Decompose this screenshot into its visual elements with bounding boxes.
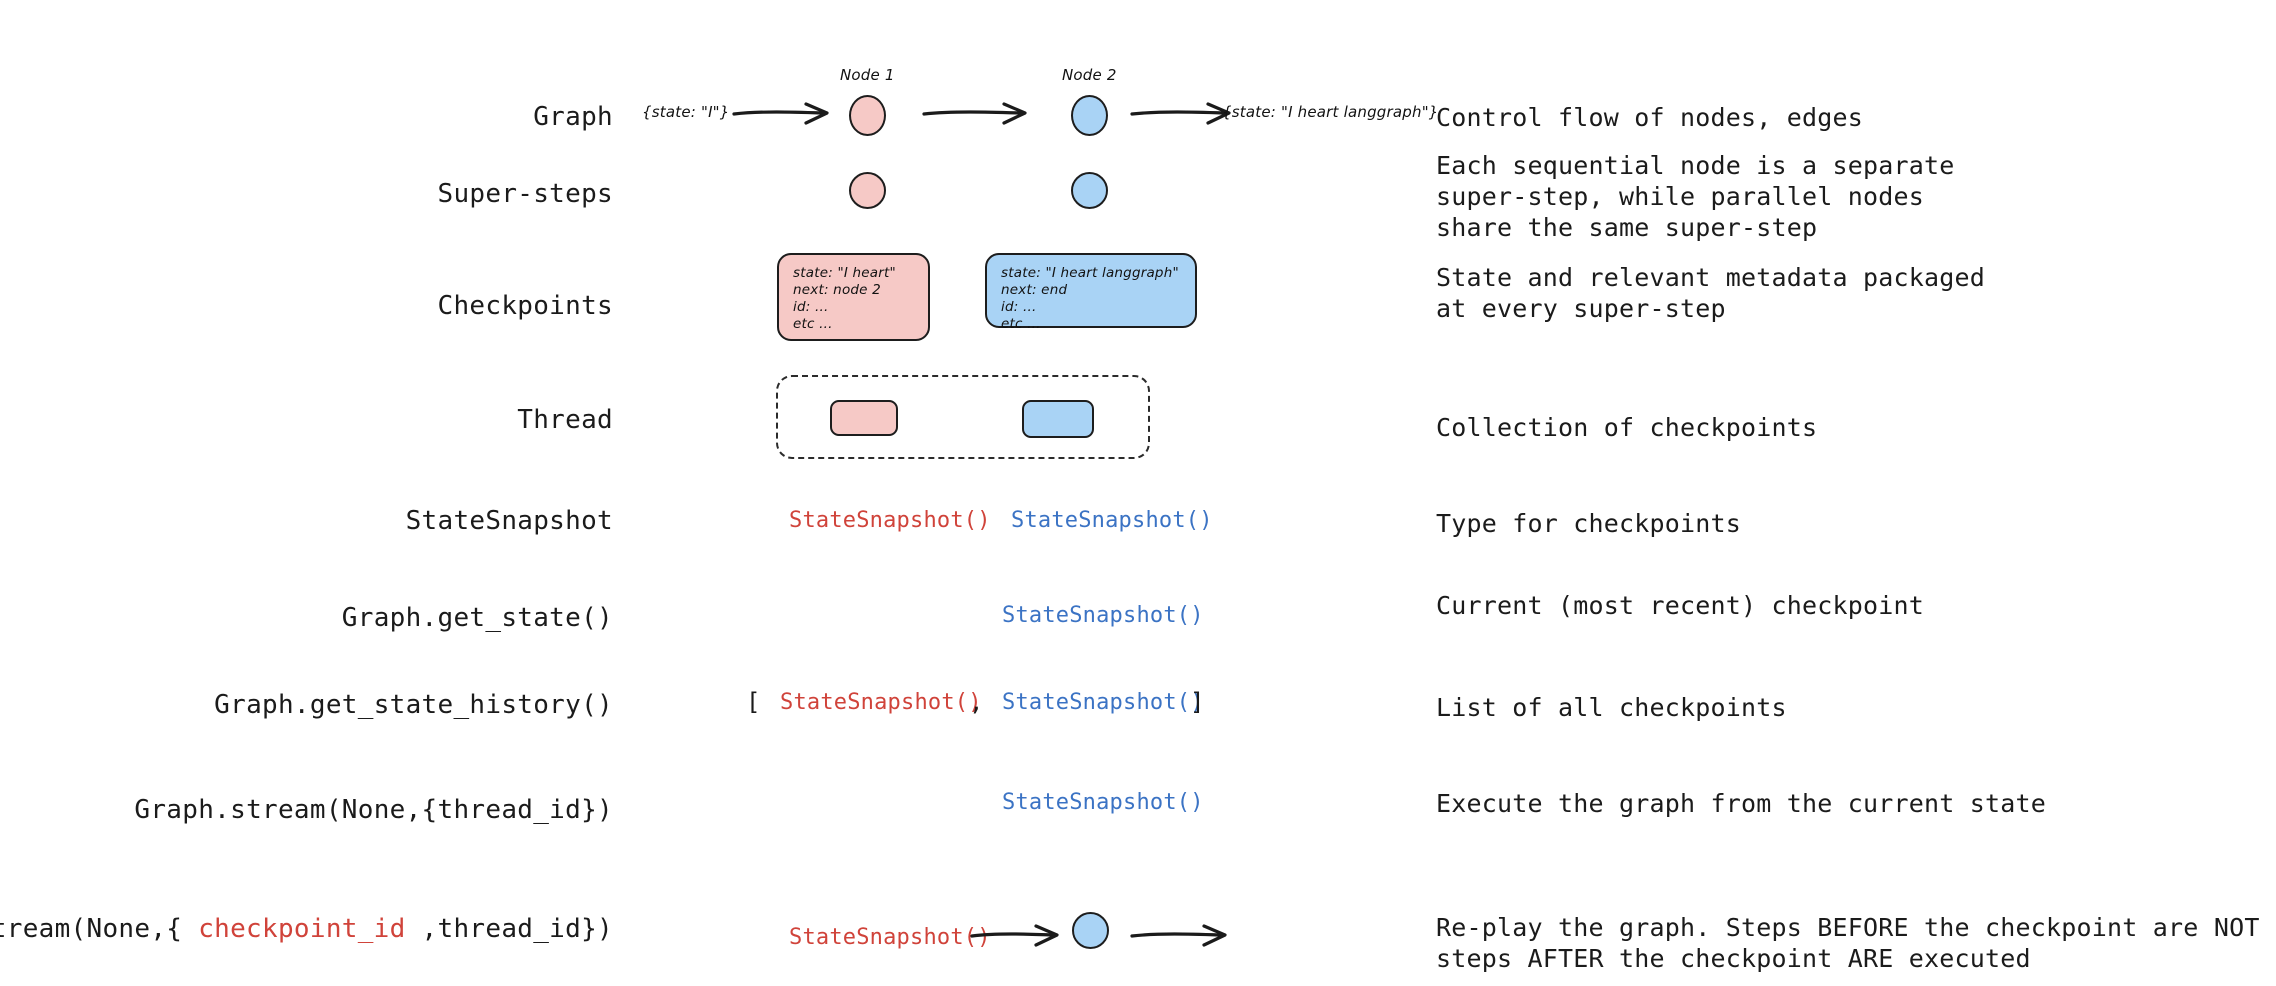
row-description-stream-thread: Execute the graph from the current state [1436,789,2047,818]
node-1-label: Node 1 [840,66,895,84]
statesnapshot-red-history: StateSnapshot() [780,690,982,715]
row-description-get-state-history: List of all checkpoints [1436,693,1787,722]
history-open-bracket: [ [746,688,761,716]
checkpoint-pink-line-1: state: "I heart" [793,265,896,281]
checkpoint-box-blue: state: "I heart langgraph" next: end id:… [985,253,1197,332]
row-description-thread: Collection of checkpoints [1436,413,1818,442]
graph-arrow-3 [1130,102,1231,125]
stream-checkpoint-id-highlight: checkpoint_id [198,914,406,944]
checkpoint-blue-line-1: state: "I heart langgraph" [1001,265,1179,281]
row-description-super-steps: Each sequential node is a separate super… [1436,151,1955,242]
row-label-get-state: Graph.get_state() [341,603,613,633]
graph-node-1-circle [849,95,886,136]
row-label-super-steps: Super-steps [437,179,613,209]
row-description-checkpoints: State and relevant metadata packaged at … [1436,263,1986,323]
thread-checkpoint-pink [830,400,898,436]
checkpoint-pink-line-2: next: node 2 [793,282,881,298]
replay-arrow-2 [1130,924,1227,947]
row-label-get-state-history: Graph.get_state_history() [214,690,613,720]
replay-arrow-1 [970,924,1059,947]
thread-checkpoint-blue [1022,400,1094,438]
checkpoint-pink-line-3: id: ... [793,299,829,315]
checkpoint-blue-line-2: next: end [1001,282,1068,298]
row-label-thread: Thread [517,405,613,435]
checkpoint-blue-line-4: etc ... [1001,316,1041,332]
statesnapshot-blue-row5: StateSnapshot() [1011,508,1213,533]
statesnapshot-blue-stream: StateSnapshot() [1002,790,1204,815]
statesnapshot-blue-history: StateSnapshot() [1002,690,1204,715]
stream-checkpoint-prefix: Graph.stream(None,{ [0,914,183,944]
row-description-stream-checkpoint: Re-play the graph. Steps BEFORE the chec… [1436,913,2276,973]
row-label-checkpoints: Checkpoints [437,291,613,321]
graph-output-state-label: {state: "I heart langgraph"} [1222,103,1439,121]
replay-node-circle [1072,912,1109,949]
thread-dashed-container [776,375,1150,459]
checkpoint-blue-line-3: id: ... [1001,299,1037,315]
super-step-node-2-circle [1071,172,1108,209]
row-label-graph: Graph [533,102,613,132]
row-description-get-state: Current (most recent) checkpoint [1436,591,1925,620]
row-label-stream-checkpoint: Graph.stream(None,{ checkpoint_id ,threa… [0,914,613,944]
statesnapshot-red-replay: StateSnapshot() [789,925,991,950]
stream-checkpoint-suffix: ,thread_id}) [405,914,613,944]
checkpoint-pink-line-4: etc ... [793,316,833,332]
row-description-statesnapshot: Type for checkpoints [1436,509,1742,538]
graph-arrow-2 [922,102,1027,125]
row-description-graph: Control flow of nodes, edges [1436,103,1864,132]
super-step-node-1-circle [849,172,886,209]
history-comma: , [969,688,984,716]
node-2-label: Node 2 [1062,66,1117,84]
statesnapshot-blue-get-state: StateSnapshot() [1002,603,1204,628]
statesnapshot-red-row5: StateSnapshot() [789,508,991,533]
row-label-stream-thread: Graph.stream(None,{thread_id}) [134,795,613,825]
row-label-statesnapshot: StateSnapshot [405,506,613,536]
graph-node-2-circle [1071,95,1108,136]
graph-arrow-1 [732,102,829,125]
checkpoint-box-pink: state: "I heart" next: node 2 id: ... et… [777,253,930,341]
history-close-bracket: ] [1190,688,1205,716]
graph-input-state-label: {state: "I"} [642,103,730,121]
